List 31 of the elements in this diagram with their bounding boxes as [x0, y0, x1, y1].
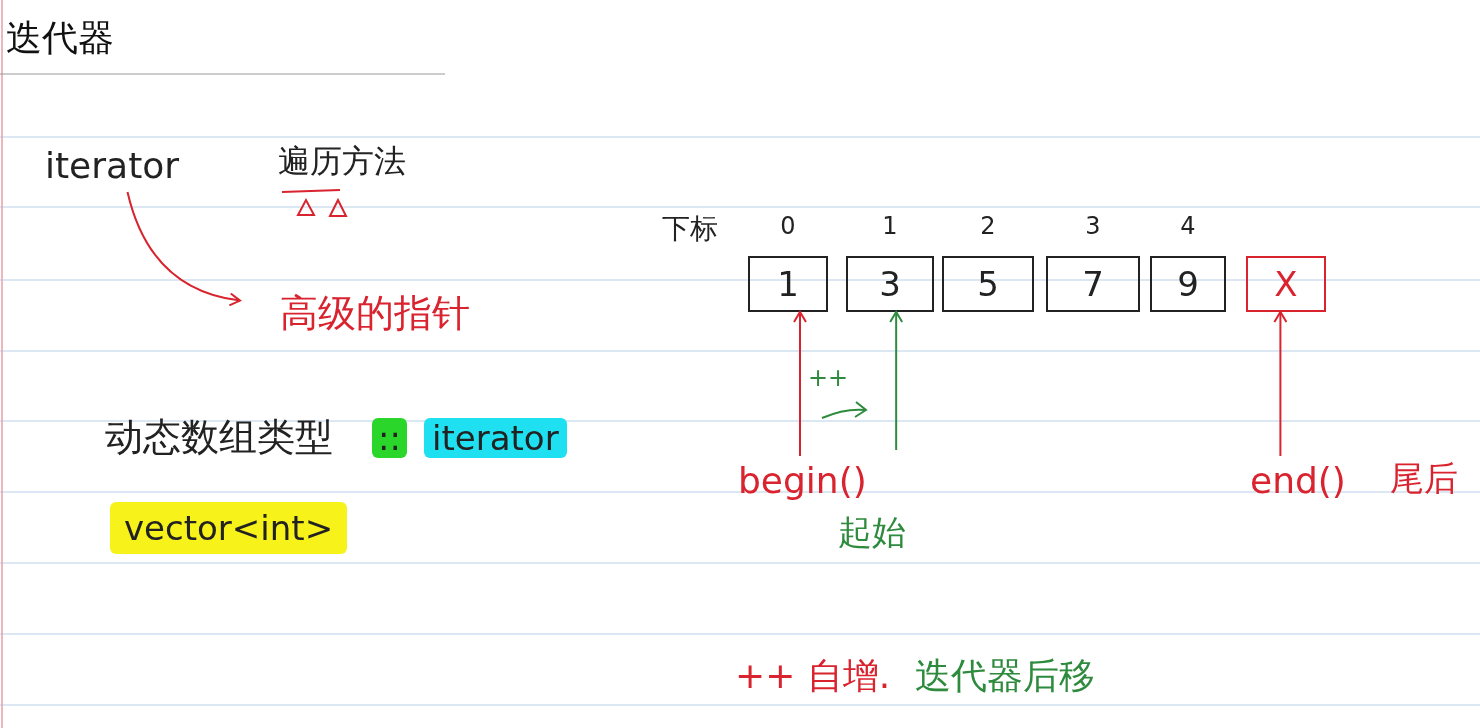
handwritten-text: ++ 自增. — [735, 654, 891, 698]
handwritten-text: 高级的指针 — [240, 282, 495, 344]
title: 迭代器 — [6, 16, 114, 60]
index-number: 3 — [1084, 212, 1102, 240]
array-cell: 7 — [1046, 256, 1140, 312]
highlighted-text: iterator — [424, 418, 567, 458]
arrow — [793, 311, 807, 457]
function-label: begin() — [738, 456, 868, 506]
handwritten-text: 迭代器后移 — [915, 654, 1095, 698]
index-number: 4 — [1179, 212, 1197, 240]
handwritten-text: 遍历方法 — [278, 141, 406, 182]
highlighted-text: :: — [372, 418, 407, 458]
axis-label: 下标 — [662, 211, 718, 247]
array-cell: 1 — [748, 256, 828, 312]
index-number: 1 — [881, 212, 899, 240]
index-number: 0 — [779, 212, 797, 240]
highlighted-text: vector<int> — [110, 502, 348, 554]
arrow — [889, 311, 904, 451]
arrow — [1273, 311, 1288, 457]
arrow — [126, 191, 241, 306]
handwritten-text: iterator — [45, 140, 195, 192]
array-cell: X — [1246, 256, 1326, 312]
array-cell: 9 — [1150, 256, 1226, 312]
annotation-text: 尾后 — [1390, 457, 1458, 500]
array-cell: 3 — [846, 256, 934, 312]
handwritten-text: 动态数组类型 — [105, 414, 333, 461]
annotation-text: 起始 — [838, 511, 906, 554]
function-label: end() — [1250, 456, 1355, 506]
increment-label: ++ — [808, 364, 849, 392]
array-cell: 5 — [942, 256, 1034, 312]
index-number: 2 — [979, 212, 997, 240]
